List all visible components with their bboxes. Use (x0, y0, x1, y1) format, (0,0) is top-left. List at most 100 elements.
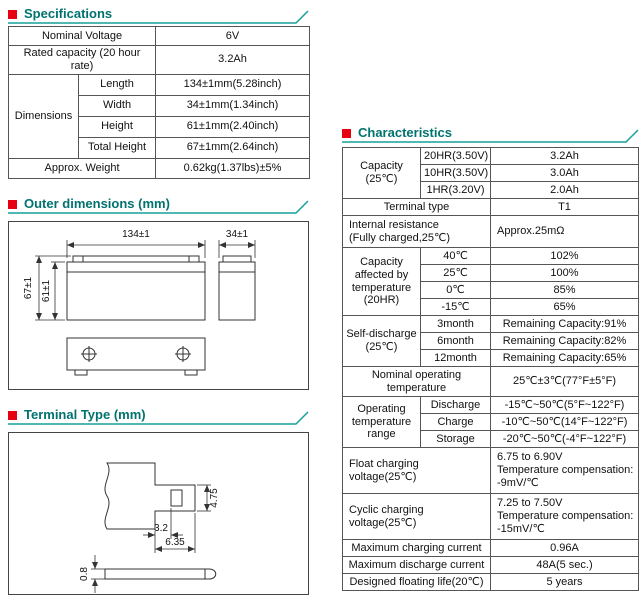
header-swoosh-line (342, 129, 639, 143)
capacity-label: Capacity (25℃) (342, 147, 421, 199)
cyclic-charging-voltage-value: 7.25 to 7.50V Temperature compensation: … (490, 493, 639, 540)
terminal-type-drawing: 4.75 3.2 6.35 0.8 (79, 462, 220, 593)
rated-capacity-value: 3.2Ah (155, 45, 311, 75)
operating-range-discharge-value: -15℃~50℃(5°F~122°F) (490, 396, 639, 414)
self-discharge-6month-value: Remaining Capacity:82% (490, 332, 639, 350)
dimension-width-label: Width (77, 94, 157, 117)
outer-dimensions-title: Outer dimensions (mm) (24, 196, 170, 211)
operating-range-discharge-condition: Discharge (420, 396, 491, 414)
float-charging-voltage-label: Float charging voltage(25℃) (342, 447, 491, 494)
dim-label-blade-thickness: 0.8 (79, 567, 90, 581)
table-row: Maximum discharge current 48A(5 sec.) (342, 556, 639, 574)
battery-front-view (66, 255, 206, 321)
table-row: Maximum charging current 0.96A (342, 539, 639, 557)
operating-range-charge-condition: Charge (420, 413, 491, 431)
table-row: Width 34±1mm(1.34inch) (9, 94, 311, 117)
self-discharge-12month-condition: 12month (420, 349, 491, 367)
dim-label-width: 134±1 (122, 229, 150, 240)
dim-label-case-height: 61±1 (41, 279, 52, 302)
red-square-bullet-icon (8, 411, 17, 420)
dimension-height-value: 61±1mm(2.40inch) (155, 115, 311, 138)
terminal-type-title: Terminal Type (mm) (24, 407, 146, 422)
table-row: 0℃ 85% (343, 281, 639, 299)
table-row: Height 61±1mm(2.40inch) (9, 115, 311, 138)
red-square-bullet-icon (8, 200, 17, 209)
self-discharge-3month-value: Remaining Capacity:91% (490, 315, 639, 333)
table-row: 10HR(3.50V) 3.0Ah (343, 164, 639, 182)
terminal-type-drawing-box: 4.75 3.2 6.35 0.8 (8, 432, 309, 595)
operating-range-storage-value: -20℃~50℃(-4°F~122°F) (490, 430, 639, 448)
dimension-total-height-label: Total Height (77, 136, 157, 159)
terminal-dimension-labels: 4.75 3.2 6.35 0.8 (79, 488, 220, 581)
table-row: 12month Remaining Capacity:65% (343, 349, 639, 367)
dimension-width-value: 34±1mm(1.34inch) (155, 94, 311, 117)
capacity-25c-value: 100% (490, 264, 639, 282)
dimension-height-label: Height (77, 115, 157, 138)
characteristics-header: Characteristics (340, 125, 640, 145)
designed-floating-life-value: 5 years (490, 573, 639, 591)
table-row: Approx. Weight 0.62kg(1.37lbs)±5% (7, 157, 311, 179)
table-row: Operating temperature range Discharge -1… (342, 396, 639, 448)
capacity-1hr-value: 2.0Ah (490, 181, 639, 199)
header-swoosh-line (8, 200, 309, 214)
max-charging-current-label: Maximum charging current (342, 539, 491, 557)
table-row: Float charging voltage(25℃) 6.75 to 6.90… (342, 447, 639, 494)
capacity-0c-value: 85% (490, 281, 639, 299)
dimensions-label: Dimensions (8, 73, 79, 159)
battery-side-view (218, 255, 256, 321)
characteristics-table: Capacity (25℃) 20HR(3.50V) 3.2Ah 10HR(3.… (342, 147, 639, 591)
dimension-labels: 134±1 34±1 67±1 61±1 (23, 229, 249, 302)
approx-weight-value: 0.62kg(1.37lbs)±5% (155, 157, 311, 179)
self-discharge-6month-condition: 6month (420, 332, 491, 350)
capacity-minus15c-condition: -15℃ (420, 298, 491, 316)
dim-label-tab-height: 4.75 (209, 488, 220, 508)
self-discharge-12month-value: Remaining Capacity:65% (490, 349, 639, 367)
max-discharge-current-label: Maximum discharge current (342, 556, 491, 574)
terminal-type-header: Terminal Type (mm) (6, 407, 310, 427)
table-row: Cyclic charging voltage(25℃) 7.25 to 7.5… (342, 493, 639, 540)
nominal-operating-temperature-value: 25℃±3℃(77°F±5°F) (490, 366, 639, 397)
capacity-temperature-label: Capacity affected by temperature (20HR) (342, 247, 421, 316)
terminal-blade-view (104, 568, 217, 580)
approx-weight-label: Approx. Weight (7, 157, 157, 179)
table-row: Designed floating life(20℃) 5 years (342, 573, 639, 591)
rated-capacity-label: Rated capacity (20 hour rate) (7, 45, 157, 75)
table-row: Terminal type T1 (342, 198, 639, 216)
terminal-type-value: T1 (490, 198, 639, 216)
float-charging-voltage-value: 6.75 to 6.90V Temperature compensation: … (490, 447, 639, 494)
red-square-bullet-icon (342, 129, 351, 138)
capacity-40c-condition: 40℃ (420, 247, 491, 265)
dimension-total-height-value: 67±1mm(2.64inch) (155, 136, 311, 159)
nominal-voltage-label: Nominal Voltage (7, 26, 157, 46)
table-row: Nominal Voltage 6V (7, 26, 311, 46)
specifications-table: Nominal Voltage 6V Rated capacity (20 ho… (7, 26, 311, 179)
terminal-type-label: Terminal type (342, 198, 491, 216)
operating-temperature-range-label: Operating temperature range (342, 396, 421, 448)
terminal-profile-view (104, 462, 196, 530)
red-square-bullet-icon (8, 10, 17, 19)
capacity-1hr-condition: 1HR(3.20V) (420, 181, 491, 199)
table-row: Nominal operating temperature 25℃±3℃(77°… (342, 366, 639, 397)
battery-top-view (66, 337, 206, 376)
dimension-length-value: 134±1mm(5.28inch) (155, 73, 311, 96)
capacity-minus15c-value: 65% (490, 298, 639, 316)
table-row: Storage -20℃~50℃(-4°F~122°F) (343, 430, 639, 448)
table-row: Total Height 67±1mm(2.64inch) (9, 136, 311, 159)
cyclic-charging-voltage-label: Cyclic charging voltage(25℃) (342, 493, 491, 540)
capacity-25c-condition: 25℃ (420, 264, 491, 282)
blade-dimension-lines (91, 555, 105, 593)
nominal-voltage-value: 6V (155, 26, 311, 46)
outer-dimensions-drawing: 134±1 34±1 67±1 61±1 (23, 229, 256, 376)
designed-floating-life-label: Designed floating life(20℃) (342, 573, 491, 591)
capacity-0c-condition: 0℃ (420, 281, 491, 299)
operating-range-charge-value: -10℃~50℃(14°F~122°F) (490, 413, 639, 431)
table-row: Internal resistance (Fully charged,25℃) … (342, 215, 639, 248)
dim-label-depth: 34±1 (226, 229, 249, 240)
internal-resistance-value: Approx.25mΩ (490, 215, 639, 248)
operating-range-storage-condition: Storage (420, 430, 491, 448)
specifications-header: Specifications (6, 6, 310, 26)
header-swoosh-line (8, 411, 309, 425)
outer-dimensions-header: Outer dimensions (mm) (6, 196, 310, 216)
capacity-20hr-condition: 20HR(3.50V) (420, 147, 491, 165)
